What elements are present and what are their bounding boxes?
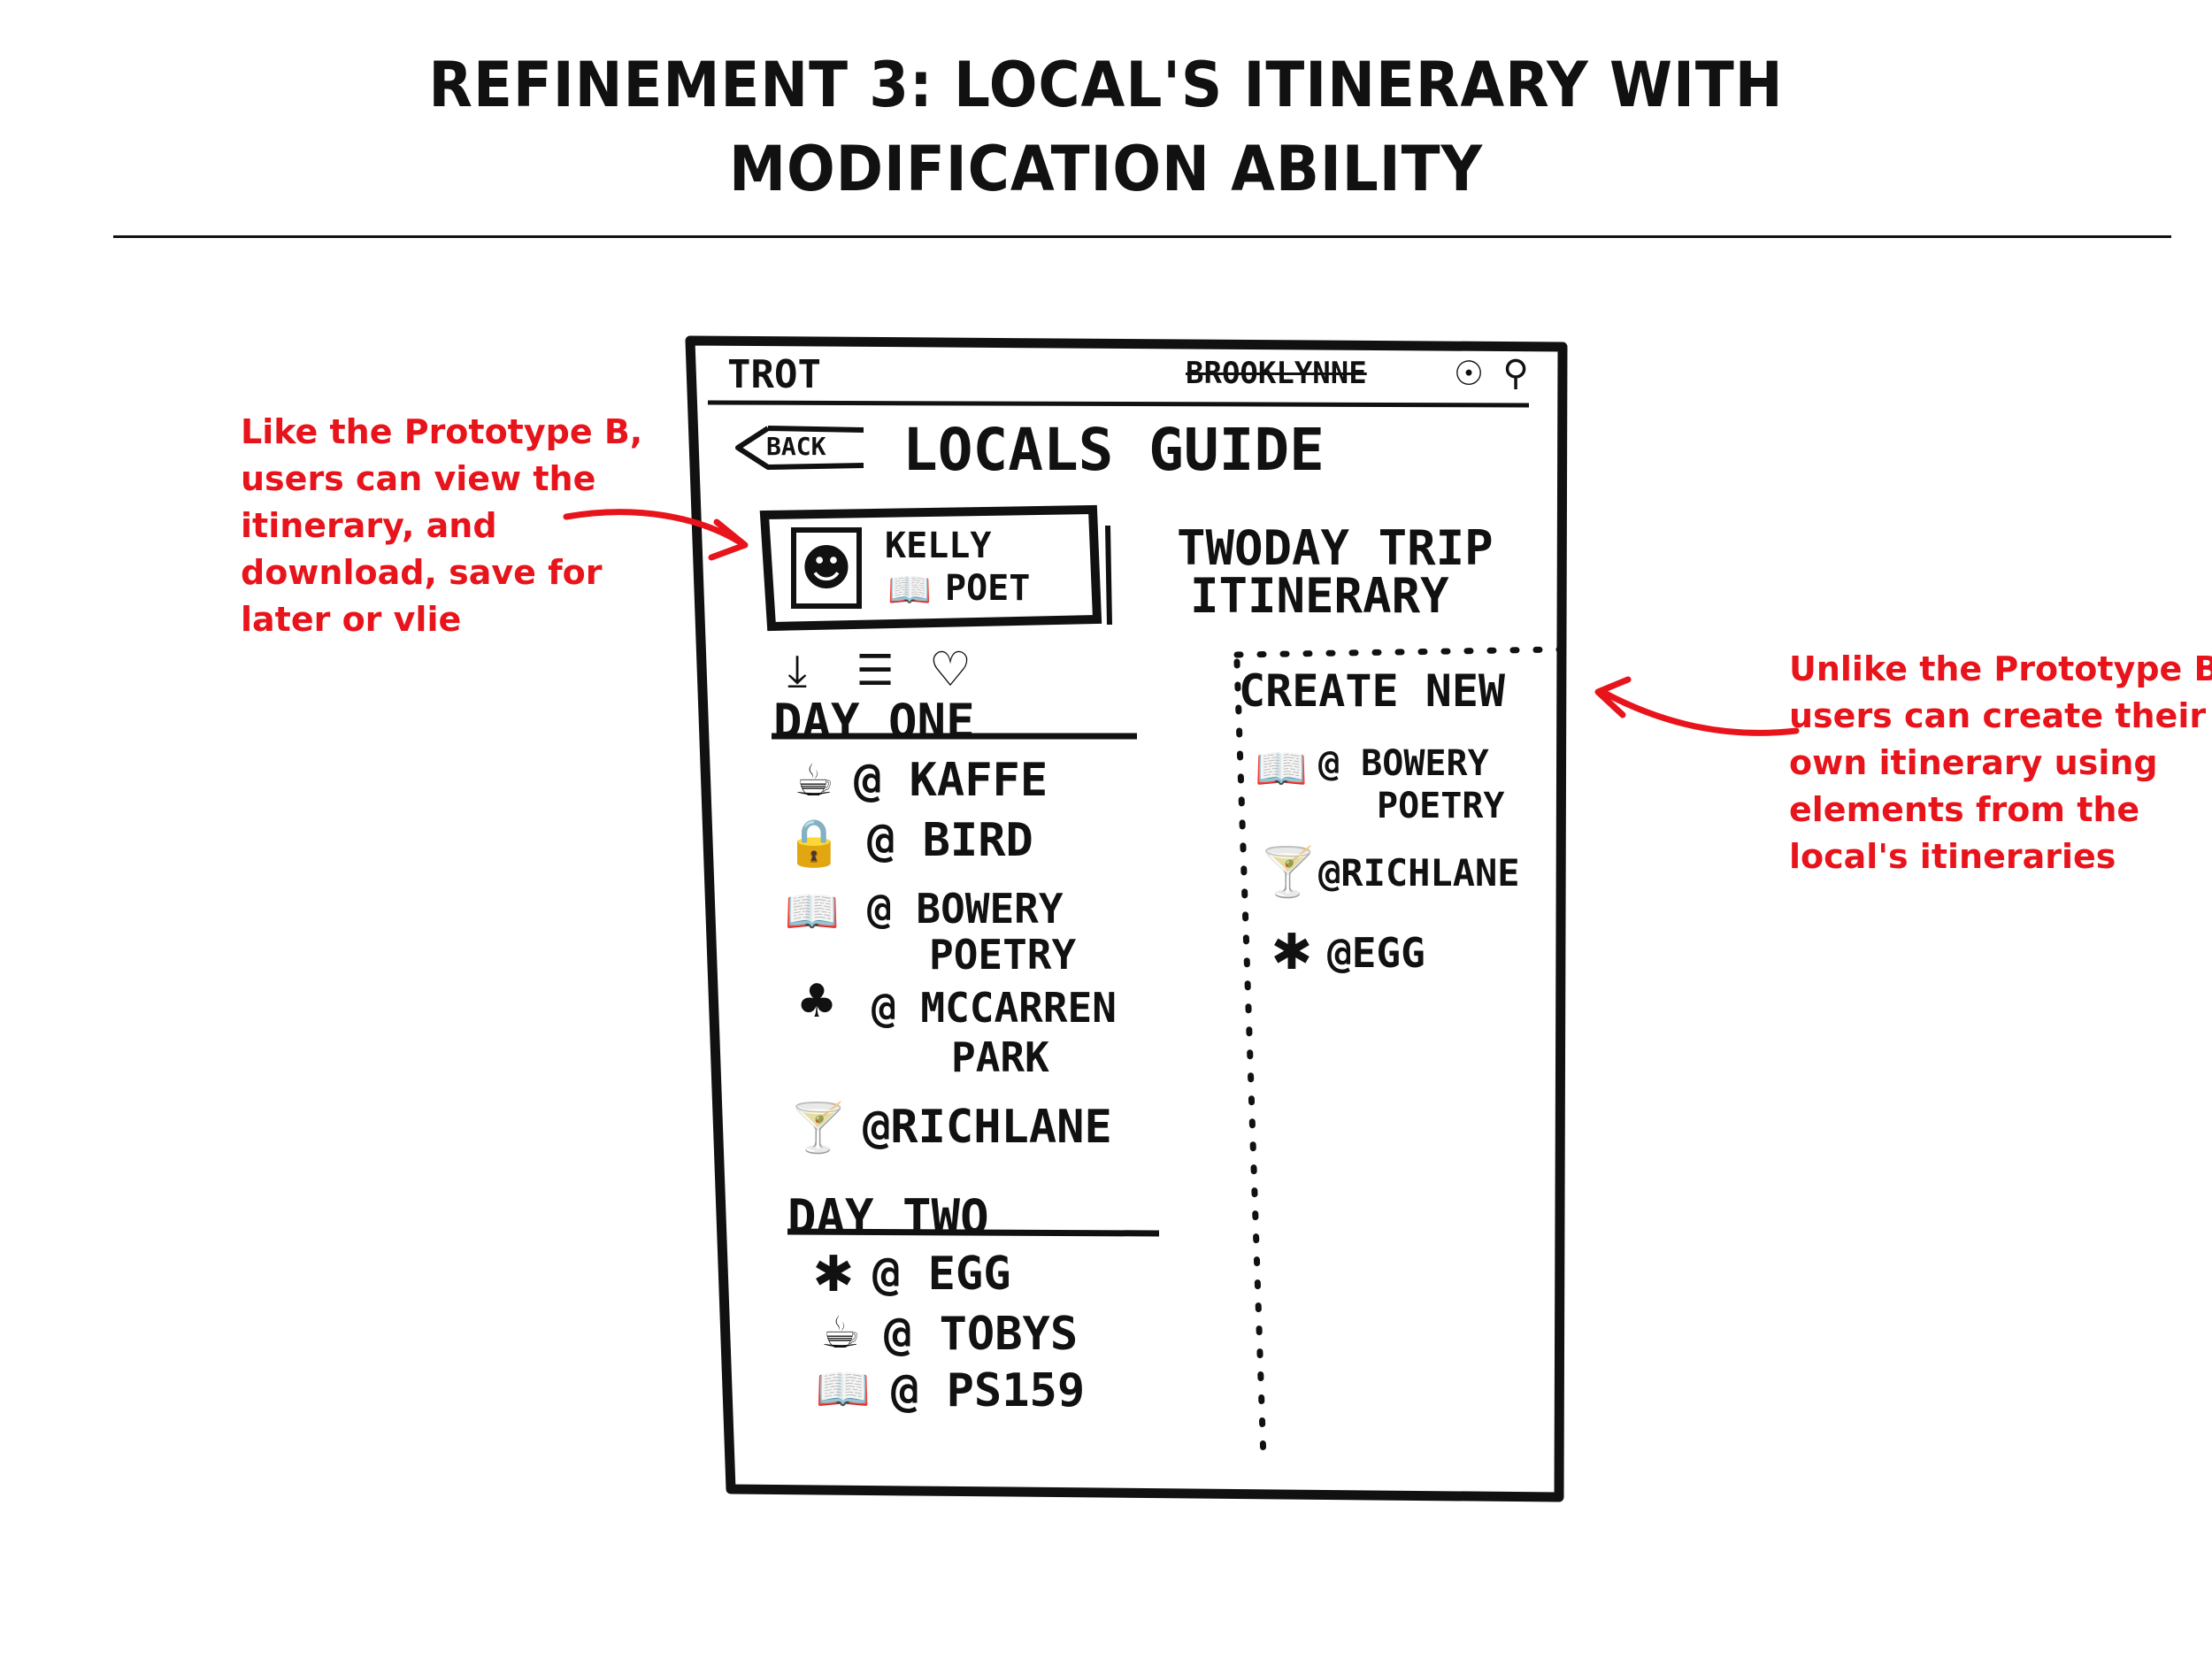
itinerary-title-line1: TWODAY TRIP bbox=[1177, 520, 1494, 576]
list-item-label-line2: PARK bbox=[951, 1033, 1049, 1081]
phone-frame bbox=[685, 335, 1568, 1502]
list-item[interactable]: ✱ @EGG bbox=[1263, 924, 1529, 986]
coffee-icon: ☕ bbox=[794, 755, 834, 806]
profile-name: KELLY bbox=[885, 526, 992, 566]
create-new-heading[interactable]: CREATE NEW bbox=[1239, 665, 1506, 717]
annotation-left: Like the Prototype B, users can view the… bbox=[241, 409, 642, 643]
location-label: BROOKLYNNE bbox=[1186, 356, 1367, 391]
coffee-icon: ☕ bbox=[820, 1307, 861, 1358]
list-item-label: @ BIRD bbox=[867, 814, 1033, 867]
list-item[interactable]: 📖 @ BOWERY POETRY bbox=[1248, 741, 1557, 839]
location-pin-icon[interactable]: ☉ bbox=[1453, 354, 1485, 393]
list-item-label: @ TOBYS bbox=[884, 1308, 1079, 1361]
list-item-label: @ BOWERY bbox=[1318, 743, 1489, 784]
food-icon: ✱ bbox=[812, 1245, 855, 1303]
back-button[interactable]: BACK bbox=[733, 423, 865, 472]
day-two-underline bbox=[787, 1228, 1160, 1237]
create-new-dotted-top bbox=[1233, 646, 1563, 658]
list-item-label: @ BOWERY bbox=[867, 885, 1064, 933]
annotation-left-line: download, save for bbox=[241, 553, 603, 592]
back-button-label: BACK bbox=[766, 432, 826, 461]
list-item-label: @ KAFFE bbox=[854, 754, 1048, 807]
list-item-label: @EGG bbox=[1327, 929, 1425, 977]
annotation-right-line: elements from the bbox=[1789, 790, 2140, 829]
list-item[interactable]: ♣ @ MCCARREN PARK bbox=[783, 973, 1181, 1081]
title-divider bbox=[113, 235, 2171, 238]
annotation-right: Unlike the Prototype B, users can create… bbox=[1789, 646, 2212, 880]
page-title: LOCALS GUIDE bbox=[902, 416, 1325, 484]
list-item[interactable]: 🍸 @RICHLANE bbox=[788, 1097, 1190, 1159]
list-item-label-line2: POETRY bbox=[1377, 786, 1505, 826]
annotation-right-line: local's itineraries bbox=[1789, 837, 2116, 876]
list-item-label: @RICHLANE bbox=[1318, 851, 1520, 895]
profile-role: POET bbox=[945, 568, 1031, 609]
list-item[interactable]: 🍸 @RICHLANE bbox=[1258, 841, 1560, 911]
heart-icon[interactable]: ♡ bbox=[928, 641, 972, 697]
profile-card[interactable]: ☻ KELLY 📖 POET bbox=[779, 522, 1088, 619]
profile-divider bbox=[1105, 525, 1112, 626]
day-two-heading: DAY TWO bbox=[787, 1189, 989, 1245]
book-icon: 📖 bbox=[887, 569, 932, 611]
list-item-label: @ EGG bbox=[872, 1248, 1011, 1301]
search-icon[interactable]: ⚲ bbox=[1502, 353, 1529, 394]
list-item[interactable]: ☕ @ TOBYS bbox=[810, 1306, 1164, 1363]
right-arrow bbox=[1602, 690, 1800, 736]
book-icon: 📖 bbox=[1255, 743, 1308, 794]
itinerary-title-line2: ITINERARY bbox=[1190, 568, 1449, 624]
list-item[interactable]: 📖 @ PS159 bbox=[810, 1363, 1164, 1419]
list-item[interactable]: 📖 @ BOWERY POETRY bbox=[779, 885, 1168, 982]
day-one-heading: DAY ONE bbox=[773, 694, 975, 749]
slide-title-line2: MODIFICATION ABILITY bbox=[728, 133, 1484, 205]
list-item-label: @ PS159 bbox=[891, 1364, 1086, 1417]
app-name: TROT bbox=[727, 352, 821, 397]
lock-icon: 🔒 bbox=[785, 816, 843, 870]
annotation-right-line: own itinerary using bbox=[1789, 743, 2158, 782]
annotation-right-line: users can create their bbox=[1789, 696, 2207, 735]
avatar: ☻ bbox=[791, 527, 862, 609]
annotation-right-line: Unlike the Prototype B, bbox=[1789, 649, 2212, 688]
annotation-left-line: users can view the bbox=[241, 459, 596, 498]
annotation-left-line: Like the Prototype B, bbox=[241, 412, 643, 451]
annotation-left-line: later or vlie bbox=[241, 600, 462, 639]
list-icon[interactable]: ☰ bbox=[856, 646, 895, 695]
list-item-label: @ MCCARREN bbox=[872, 984, 1117, 1032]
profile-card-border bbox=[759, 504, 1102, 632]
list-item-label: @RICHLANE bbox=[863, 1101, 1112, 1154]
left-arrow bbox=[563, 509, 742, 545]
cocktail-icon: 🍸 bbox=[1258, 844, 1318, 900]
book-icon: 📖 bbox=[784, 885, 841, 937]
list-item[interactable]: ☕ @ KAFFE bbox=[783, 754, 1155, 807]
back-arrow-icon bbox=[735, 426, 864, 470]
list-item-label-line2: POETRY bbox=[929, 931, 1077, 979]
food-icon: ✱ bbox=[1271, 923, 1313, 981]
annotation-left-line: itinerary, and bbox=[241, 506, 497, 545]
list-item[interactable]: 🔒 @ BIRD bbox=[783, 814, 1155, 870]
tree-icon: ♣ bbox=[795, 975, 838, 1028]
slide-title-line1: REFINEMENT 3: LOCAL'S ITINERARY WITH bbox=[428, 49, 1784, 121]
cocktail-icon: 🍸 bbox=[788, 1100, 849, 1156]
download-icon[interactable]: ⤓ bbox=[787, 644, 808, 696]
create-new-dotted-left bbox=[1233, 658, 1267, 1463]
list-item[interactable]: ✱ @ EGG bbox=[805, 1245, 1159, 1303]
book-icon: 📖 bbox=[815, 1363, 872, 1415]
header-underline bbox=[707, 400, 1530, 408]
